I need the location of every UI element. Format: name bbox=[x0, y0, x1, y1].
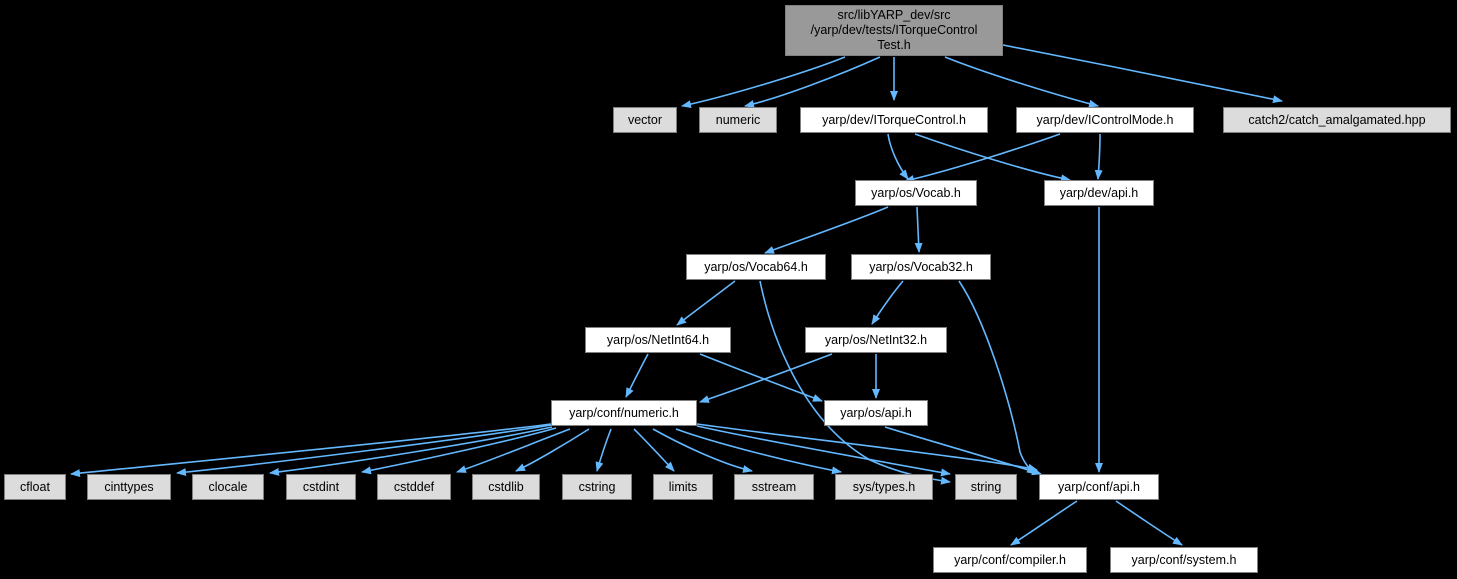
graph-node-itorque[interactable]: yarp/dev/ITorqueControl.h bbox=[800, 107, 988, 133]
graph-node-cinttypes[interactable]: cinttypes bbox=[87, 474, 171, 500]
graph-node-cstdint[interactable]: cstdint bbox=[286, 474, 356, 500]
graph-edge bbox=[871, 280, 904, 325]
graph-edge bbox=[696, 423, 1038, 472]
graph-node-sstream[interactable]: sstream bbox=[734, 474, 814, 500]
graph-node-osapi[interactable]: yarp/os/api.h bbox=[824, 400, 928, 426]
graph-edge bbox=[70, 423, 552, 478]
graph-edge bbox=[1094, 133, 1103, 180]
graph-edge bbox=[361, 427, 557, 475]
graph-node-root[interactable]: src/libYARP_dev/src /yarp/dev/tests/ITor… bbox=[785, 5, 1003, 56]
graph-edge bbox=[759, 280, 951, 485]
graph-edge bbox=[958, 280, 1037, 475]
graph-node-cstddef[interactable]: cstddef bbox=[377, 474, 451, 500]
graph-edge bbox=[944, 56, 1099, 108]
graph-node-netint64[interactable]: yarp/os/NetInt64.h bbox=[585, 327, 731, 353]
graph-node-clocale[interactable]: clocale bbox=[192, 474, 264, 500]
graph-edge bbox=[681, 56, 846, 109]
graph-edge bbox=[456, 428, 571, 473]
graph-node-systypes[interactable]: sys/types.h bbox=[835, 474, 933, 500]
graph-edge bbox=[269, 426, 553, 476]
graph-node-confapi[interactable]: yarp/conf/api.h bbox=[1039, 474, 1159, 500]
graph-edge bbox=[764, 206, 889, 254]
graph-edge bbox=[1010, 500, 1078, 546]
graph-edge bbox=[914, 206, 923, 253]
graph-edge bbox=[652, 428, 753, 473]
graph-edge bbox=[696, 425, 951, 477]
graph-node-compiler[interactable]: yarp/conf/compiler.h bbox=[933, 547, 1087, 573]
graph-node-netint32[interactable]: yarp/os/NetInt32.h bbox=[805, 327, 947, 353]
graph-edge bbox=[744, 56, 881, 108]
graph-node-catch2[interactable]: catch2/catch_amalgamated.hpp bbox=[1223, 107, 1451, 133]
graph-edge bbox=[633, 428, 675, 472]
graph-edge bbox=[676, 280, 736, 326]
graph-edge bbox=[1115, 500, 1183, 546]
graph-edge bbox=[515, 428, 590, 472]
graph-edge bbox=[887, 133, 909, 180]
graph-edge bbox=[675, 428, 842, 475]
graph-node-confnumeric[interactable]: yarp/conf/numeric.h bbox=[551, 400, 697, 426]
graph-edge bbox=[699, 353, 823, 402]
graph-node-vector[interactable]: vector bbox=[613, 107, 677, 133]
graph-node-limits[interactable]: limits bbox=[653, 474, 713, 500]
graph-node-cstring[interactable]: cstring bbox=[562, 474, 632, 500]
graph-node-string[interactable]: string bbox=[955, 474, 1017, 500]
graph-edge bbox=[904, 133, 1061, 183]
graph-edge bbox=[1002, 44, 1283, 104]
graph-node-cstdlib[interactable]: cstdlib bbox=[472, 474, 540, 500]
graph-node-devapi[interactable]: yarp/dev/api.h bbox=[1044, 180, 1154, 206]
graph-edge bbox=[625, 353, 649, 398]
graph-node-numeric_std[interactable]: numeric bbox=[699, 107, 777, 133]
graph-node-vocab32[interactable]: yarp/os/Vocab32.h bbox=[851, 254, 991, 280]
graph-edge bbox=[176, 424, 552, 477]
graph-node-icontrol[interactable]: yarp/dev/IControlMode.h bbox=[1016, 107, 1194, 133]
graph-node-system[interactable]: yarp/conf/system.h bbox=[1110, 547, 1258, 573]
graph-edge bbox=[699, 353, 833, 403]
graph-node-cfloat[interactable]: cfloat bbox=[4, 474, 66, 500]
graph-edge bbox=[884, 426, 1042, 476]
graph-node-vocab[interactable]: yarp/os/Vocab.h bbox=[855, 180, 977, 206]
graph-edge bbox=[914, 133, 1071, 183]
graph-node-vocab64[interactable]: yarp/os/Vocab64.h bbox=[686, 254, 826, 280]
graph-edge bbox=[595, 428, 612, 472]
